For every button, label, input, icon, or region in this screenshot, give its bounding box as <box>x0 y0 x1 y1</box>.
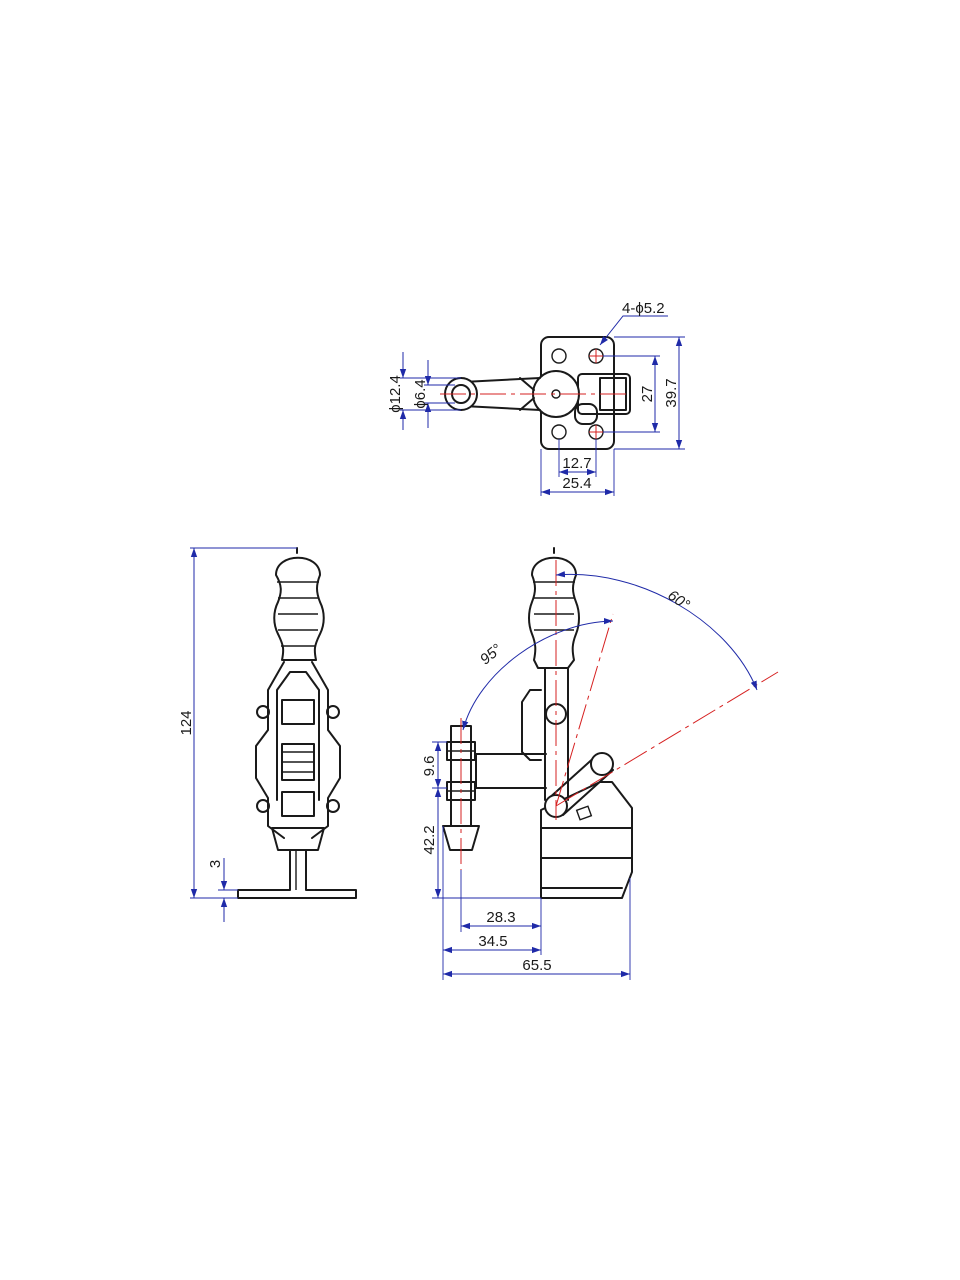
side-spindle-cone <box>442 825 480 851</box>
holes-label: 4-ϕ5.2 <box>622 300 665 317</box>
dim-28-3: 28.3 <box>486 909 515 926</box>
dim-42-2: 42.2 <box>421 825 438 854</box>
angle-95: 95° <box>477 641 505 669</box>
angle-60: 60° <box>664 587 692 614</box>
top-view: 27 39.7 4-ϕ5.2 12.7 25.4 ϕ12.4 ϕ6.4 <box>387 300 685 496</box>
side-body <box>540 781 633 899</box>
dim-dia-6-4: ϕ6.4 <box>412 379 429 408</box>
dim-124: 124 <box>178 710 195 735</box>
front-base <box>237 849 357 899</box>
dim-39-7: 39.7 <box>663 378 680 407</box>
side-view: 95° 60° 9.6 42.2 28.3 34.5 65.5 <box>421 547 779 980</box>
dim-dia-12-4: ϕ12.4 <box>387 375 404 413</box>
dim-9-6: 9.6 <box>421 756 438 777</box>
dim-12-7: 12.7 <box>562 455 591 472</box>
front-handle-grip <box>273 556 325 661</box>
dim-3: 3 <box>207 860 224 868</box>
dim-65-5: 65.5 <box>522 957 551 974</box>
dim-34-5: 34.5 <box>478 933 507 950</box>
dim-27: 27 <box>639 386 656 403</box>
front-view: 124 3 <box>178 547 357 922</box>
dim-25-4: 25.4 <box>562 475 591 492</box>
front-spindle-cone <box>271 827 325 851</box>
